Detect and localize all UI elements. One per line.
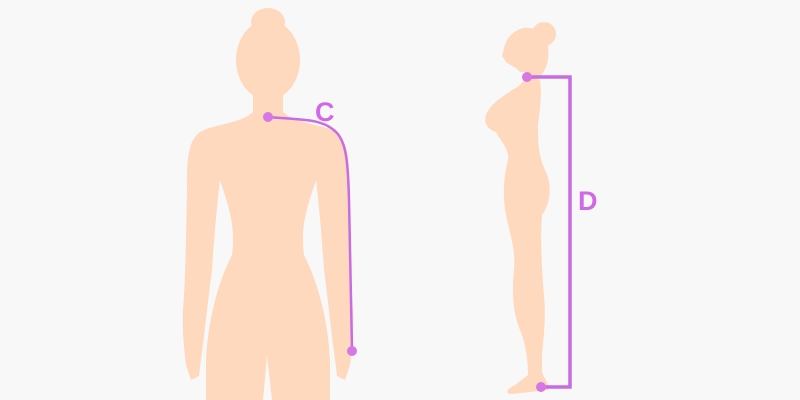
floor-point-marker <box>536 382 546 392</box>
neck-point-marker <box>263 112 273 122</box>
side-body-silhouette <box>485 22 556 394</box>
height-label: D <box>578 186 598 216</box>
wrist-point-marker <box>347 346 357 356</box>
sleeve-measurement: C <box>263 97 357 356</box>
front-body-silhouette <box>182 8 354 400</box>
height-measurement: D <box>522 72 598 392</box>
sleeve-label: C <box>315 97 335 127</box>
neck-to-floor-line <box>527 75 572 389</box>
sleeve-length-line <box>266 115 354 352</box>
neck-point-marker-side <box>522 72 532 82</box>
